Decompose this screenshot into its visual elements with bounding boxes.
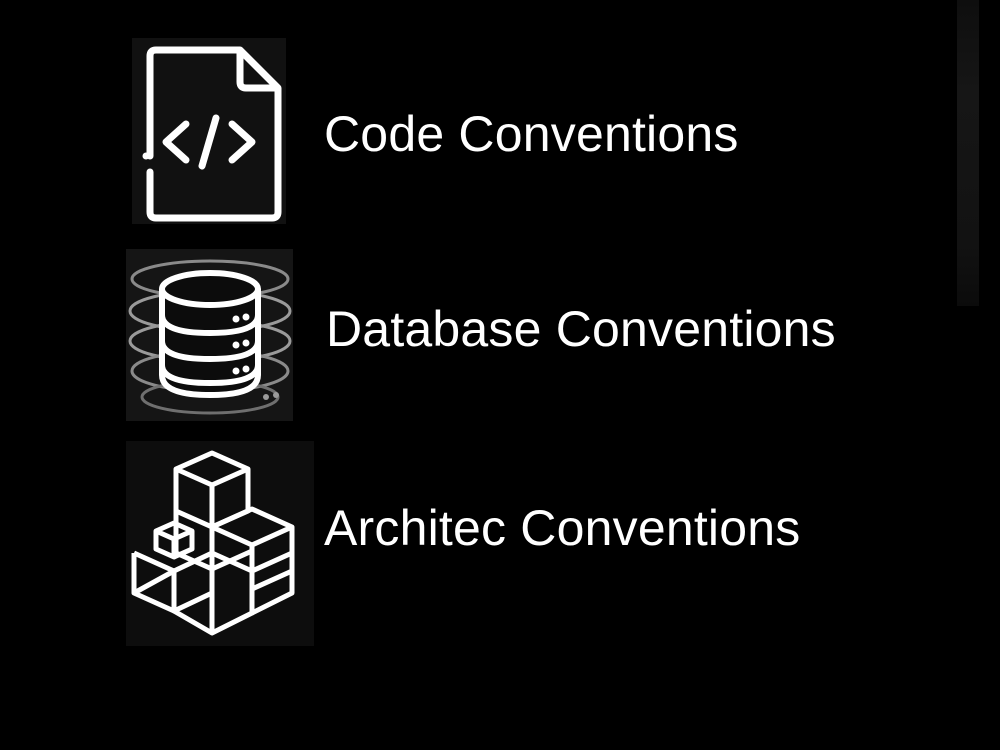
list-item-database-conventions[interactable]: Database Conventions (0, 249, 940, 424)
scrollbar-track[interactable] (957, 0, 979, 306)
list-item-architec-conventions[interactable]: Architec Conventions (0, 441, 940, 646)
code-file-icon (132, 38, 286, 224)
item-label: Architec Conventions (324, 500, 801, 556)
stacked-cubes-icon (126, 441, 314, 646)
database-icon (126, 249, 293, 421)
item-label: Code Conventions (324, 106, 739, 162)
list-item-code-conventions[interactable]: Code Conventions (0, 38, 940, 228)
item-label: Database Conventions (326, 301, 836, 357)
